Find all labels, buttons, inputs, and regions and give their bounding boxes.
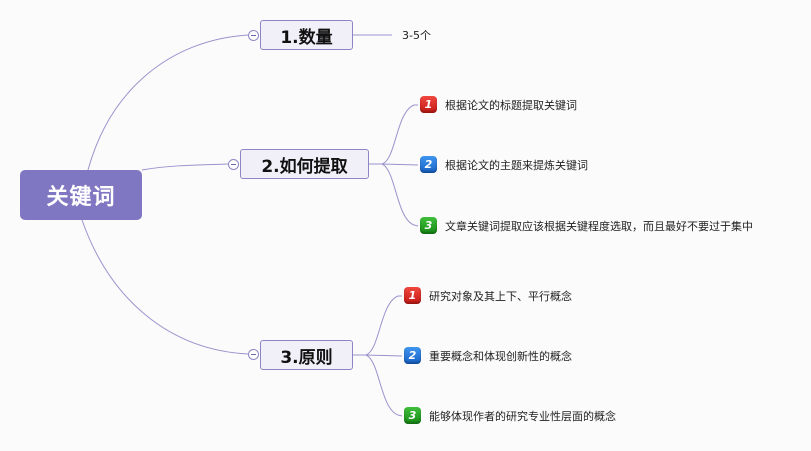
root-topic-keywords[interactable]: 关键词 (20, 170, 142, 220)
branch-topic-quantity[interactable]: 1.数量 (260, 20, 353, 50)
connector-root-to-extract (141, 163, 229, 171)
leaf-label: 根据论文的标题提取关键词 (445, 98, 577, 112)
branch-topic-how-to-extract[interactable]: 2.如何提取 (240, 149, 369, 179)
collapse-toggle-principle[interactable] (248, 349, 259, 360)
collapse-toggle-quantity[interactable] (248, 30, 259, 41)
leaf-topic-principle-2[interactable]: 2 重要概念和体现创新性的概念 (404, 347, 572, 364)
leaf-topic-extract-1[interactable]: 1 根据论文的标题提取关键词 (420, 96, 577, 113)
leaf-label: 3-5个 (402, 29, 431, 42)
leaf-topic-quantity-count[interactable]: 3-5个 (402, 27, 431, 43)
leaf-label: 研究对象及其上下、平行概念 (429, 289, 572, 303)
leaf-label: 能够体现作者的研究专业性层面的概念 (429, 409, 616, 423)
collapse-toggle-extract[interactable] (228, 159, 239, 170)
leaf-label: 根据论文的主题来提炼关键词 (445, 158, 588, 172)
connector-extract-to-leaf-3 (381, 163, 419, 227)
connector-principle-to-leaf-2 (365, 354, 403, 357)
leaf-topic-extract-2[interactable]: 2 根据论文的主题来提炼关键词 (420, 156, 588, 173)
priority-1-red-icon: 1 (420, 96, 437, 113)
connector-root-to-principle (81, 219, 249, 355)
connector-principle-to-leaf-1 (365, 295, 402, 356)
priority-3-green-icon: 3 (404, 407, 421, 424)
branch-topic-principles[interactable]: 3.原则 (260, 340, 353, 370)
priority-2-blue-icon: 2 (404, 347, 421, 364)
leaf-topic-principle-3[interactable]: 3 能够体现作者的研究专业性层面的概念 (404, 407, 616, 424)
connector-extract-to-leaf-1 (381, 104, 418, 165)
priority-1-red-icon: 1 (404, 287, 421, 304)
leaf-label: 重要概念和体现创新性的概念 (429, 349, 572, 363)
connector-extract-to-leaf-2 (381, 163, 419, 166)
leaf-topic-extract-3[interactable]: 3 文章关键词提取应该根据关键程度选取，而且最好不要过于集中 (420, 217, 753, 234)
connector-principle-to-leaf-3 (365, 354, 403, 417)
priority-2-blue-icon: 2 (420, 156, 437, 173)
leaf-label: 文章关键词提取应该根据关键程度选取，而且最好不要过于集中 (445, 219, 753, 233)
leaf-topic-principle-1[interactable]: 1 研究对象及其上下、平行概念 (404, 287, 572, 304)
priority-3-green-icon: 3 (420, 217, 437, 234)
connector-root-to-quantity (87, 34, 249, 171)
